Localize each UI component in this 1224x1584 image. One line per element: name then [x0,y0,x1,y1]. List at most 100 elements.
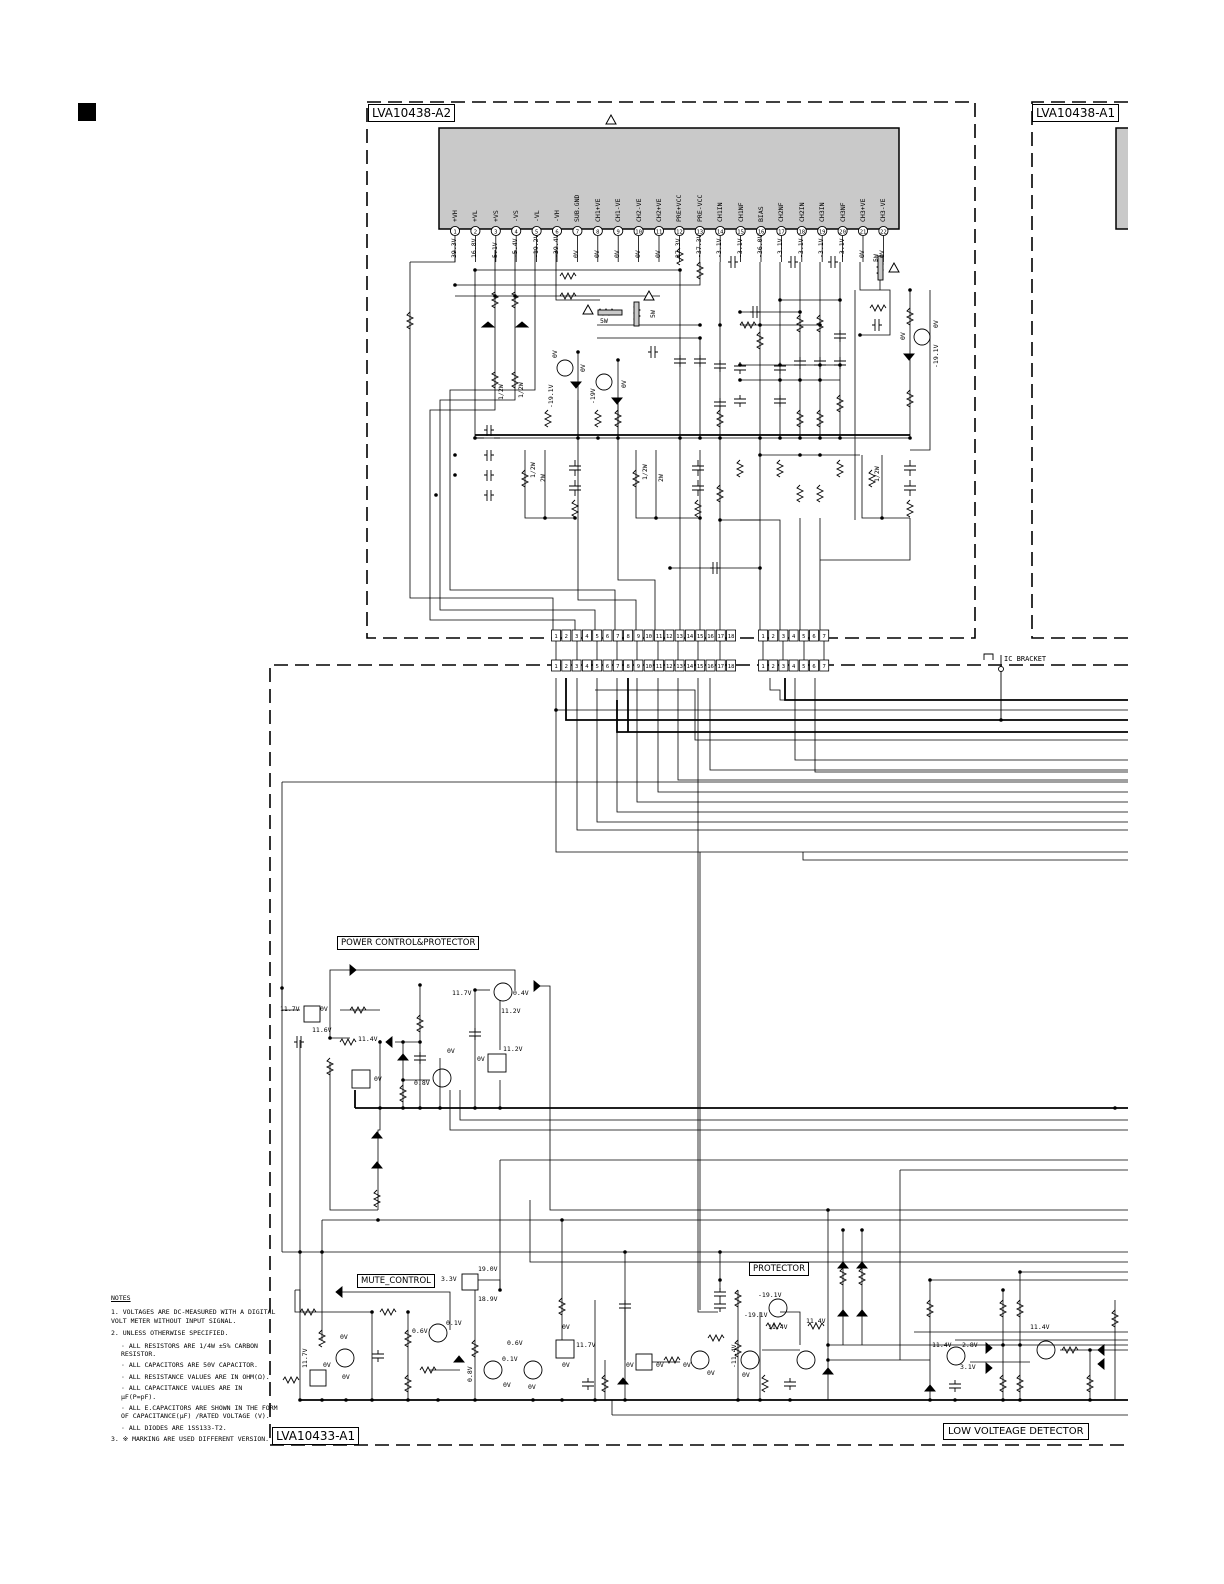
voltage-label: 0.1V [446,1319,462,1327]
connector-pin-lower [623,659,633,672]
connector-pin-lower-number: 12 [666,664,673,670]
ic-pin-name: -VS [512,210,521,222]
connector-pin-lower-number: 3 [575,664,578,670]
ic-pin-name: -VL [532,210,541,222]
ic-pin-name: CH1+VE [593,198,602,222]
ic-pin-number: 20 [839,229,846,235]
voltage-label: 0V [323,1361,331,1369]
junction-dot [513,294,517,298]
connector-pin-lower-number: 9 [637,664,640,670]
connector-pin-upper-right [768,629,779,642]
connector-pin-lower-number: 4 [585,664,589,670]
connector-pin-lower [654,659,664,672]
connector-pin-upper-right [788,629,799,642]
junction-dot [498,1106,502,1110]
value-label: 5W [872,254,880,262]
ic-pin-voltage: 37.3V [674,238,683,258]
ic-pin-voltage: 0V [592,250,601,258]
ic-pin-name: -VH [553,210,561,222]
ic-pin-number: 10 [635,229,642,235]
note-2-resistance: · ALL RESISTANCE VALUES ARE IN OHM(Ω). [121,1372,270,1381]
ic-pin-name: CH3+VE [859,198,867,222]
ic-pin-name: +VS [491,210,500,222]
connector-pin-lower-right-number: 5 [802,664,805,670]
ic-pin-voltage: -36.0V [756,234,764,258]
junction-dot [841,1228,845,1232]
junction-dot [818,436,822,440]
junction-dot [596,436,600,440]
value-label: 2W [539,474,547,482]
connector-pin-lower-right [788,659,799,672]
voltage-label: 0V [562,1361,570,1369]
ic-pin-name: +VH [451,210,459,222]
note-1: 1. VOLTAGES ARE DC-MEASURED WITH A DIGIT… [111,1308,276,1325]
connector-pin-upper-right [778,629,789,642]
ic-pin-number: 4 [515,229,519,235]
junction-dot [453,283,457,287]
connector-pin-upper-right-number: 7 [823,634,826,640]
junction-dot [738,378,742,382]
junction-dot [1001,1343,1005,1347]
voltage-label: 0V [528,1383,536,1391]
connector-pin-upper-number: 18 [728,634,735,640]
ic-pin-voltage: 39.3V [450,238,458,258]
voltage-label: 11.7V [301,1348,309,1368]
connector-pin-upper-number: 13 [676,634,683,640]
junction-dot [554,708,558,712]
connector-pin-lower [643,659,654,672]
junction-dot [678,436,682,440]
voltage-label: 0V [742,1371,750,1379]
junction-dot [880,516,884,520]
voltage-label: 0V [656,1361,664,1369]
voltage-label: 11.4V [1030,1323,1050,1331]
junction-dot [434,493,438,497]
junction-dot [473,1398,477,1402]
connector-pin-lower-number: 17 [717,664,724,670]
connector-pin-lower [592,659,603,672]
power-amp-ic [438,127,900,230]
junction-dot [758,436,762,440]
voltage-label: 11.4V [806,1317,826,1325]
voltage-label: 0.6V [412,1327,428,1335]
connector-pin-lower-number: 13 [676,664,683,670]
junction-dot [826,1208,830,1212]
ic-pin-number: 18 [798,229,805,235]
junction-dot [778,378,782,382]
ic-pin-name: CH2IN [797,202,806,222]
junction-dot [798,453,802,457]
ic-pin-name: CH2-VE [634,198,643,222]
junction-dot [401,1078,405,1082]
ic-pin-number: 15 [737,229,744,235]
junction-dot [406,1310,410,1314]
junction-dot [320,1398,324,1402]
junction-dot [401,1040,405,1044]
connector-pin-lower-right-number: 6 [812,664,815,670]
junction-dot [320,1250,324,1254]
ic-bracket-label: IC BRACKET [1004,655,1047,663]
ic-pin-voltage: -3.1V [735,238,744,258]
value-label: 1/2W [873,466,881,482]
ic-pin-number: 5 [535,229,538,235]
ic-pin [449,225,461,237]
value-label: -19.1V [932,344,940,368]
ic-pin-voltage: 0V [613,250,622,258]
connector-pin-lower [664,659,675,672]
connector-pin-lower-right [768,659,779,672]
junction-dot [473,1106,477,1110]
ic-pin-number: 9 [617,229,620,235]
note-2: 2. UNLESS OTHERWISE SPECIFIED. [111,1329,229,1338]
ic-pin-name: PRE+VCC [675,194,684,222]
ic-pin [878,225,889,237]
value-label: 2W [657,474,665,482]
junction-dot [576,436,580,440]
value-label: 5W [600,317,608,325]
junction-dot [818,323,822,327]
connector-pin-upper-number: 9 [637,634,640,640]
section-power-control: POWER CONTROL&PROTECTOR [337,936,480,950]
section-low-voltage-detector: LOW VOLTEAGE DETECTOR [943,1423,1089,1440]
junction-dot [378,1106,382,1110]
connector-pin-upper-right-number: 5 [802,634,805,640]
voltage-label: 0.8V [414,1079,430,1087]
junction-dot [698,323,702,327]
junction-dot [908,288,912,292]
